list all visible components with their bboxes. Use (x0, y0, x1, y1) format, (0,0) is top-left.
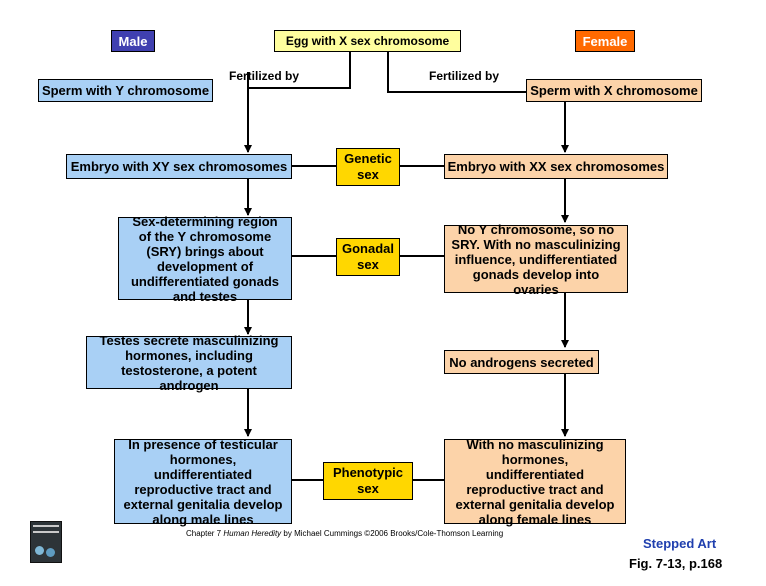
caption-suffix: by Michael Cummings ©2006 Brooks/Cole-Th… (281, 529, 504, 538)
gonadal-sex-box: Gonadal sex (336, 238, 400, 276)
stepped-art-label: Stepped Art (643, 536, 717, 551)
caption-prefix: Chapter 7 (186, 529, 224, 538)
caption-book-title: Human Heredity (223, 529, 282, 538)
figure-reference: Fig. 7-13, p.168 (629, 556, 723, 571)
phenotypic-sex-box: Phenotypic sex (323, 462, 413, 500)
egg-to-female-line (387, 51, 565, 93)
no-androgens-box: No androgens secreted (444, 350, 599, 374)
sperm-x-box: Sperm with X chromosome (526, 79, 702, 102)
female-label: Female (575, 30, 635, 52)
embryo-xy-box: Embryo with XY sex chromosomes (66, 154, 292, 179)
testes-hormones-box: Testes secrete masculinizing hormones, i… (86, 333, 292, 393)
sry-box: Sex-determining region of the Y chromoso… (118, 214, 292, 304)
human-heredity-book-cover-icon (30, 521, 62, 563)
female-phenotype-box: With no masculinizing hormones, undiffer… (444, 437, 626, 527)
male-phenotype-box: In presence of testicular hormones, undi… (114, 437, 292, 527)
genetic-sex-box: Genetic sex (336, 148, 400, 186)
male-label: Male (111, 30, 155, 52)
fertilized-by-left-label: Fertilized by (229, 69, 300, 83)
egg-to-male-line (248, 51, 351, 89)
fertilized-by-right-label: Fertilized by (429, 69, 500, 83)
egg-box: Egg with X sex chromosome (274, 30, 461, 52)
sperm-y-box: Sperm with Y chromosome (38, 79, 213, 102)
embryo-xx-box: Embryo with XX sex chromosomes (444, 154, 668, 179)
figure-caption: Chapter 7 Human Heredity by Michael Cumm… (186, 529, 503, 538)
no-y-chromosome-box: No Y chromosome, so no SRY. With no masc… (444, 222, 628, 297)
